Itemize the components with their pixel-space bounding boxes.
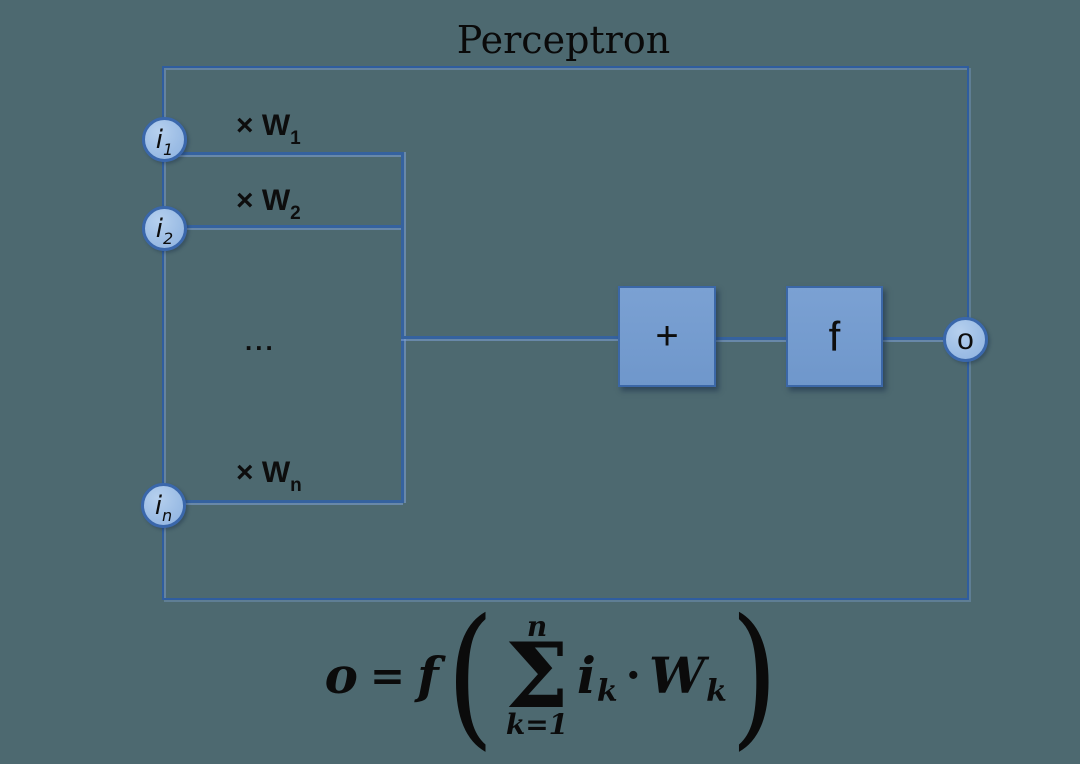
connector-i2-to-bus <box>164 225 403 228</box>
sum-box-label: + <box>655 314 679 358</box>
connector-in-to-bus <box>163 500 403 503</box>
input-node-in: in <box>141 483 186 528</box>
input-node-i1-label: i1 <box>155 124 174 159</box>
input-node-i2: i2 <box>142 206 187 251</box>
activation-function-label: f <box>828 312 841 360</box>
connector-i1-to-bus <box>163 152 403 155</box>
sigma-symbol: Σ <box>505 622 569 729</box>
connector-sum-to-activation <box>716 337 786 340</box>
connector-activation-to-output <box>883 337 945 340</box>
formula-left-paren: ( <box>445 587 494 764</box>
formula-lhs: o <box>324 646 358 705</box>
formula-right-paren: ) <box>730 587 779 764</box>
summation-lower-limit: k=1 <box>505 708 569 742</box>
inputs-ellipsis: ... <box>245 326 276 356</box>
formula-summation: n Σ k=1 <box>505 610 569 742</box>
input-node-in-label: in <box>154 490 173 525</box>
input-node-i2-label: i2 <box>155 213 174 248</box>
diagram-title: Perceptron <box>456 18 671 62</box>
weight-label-w1: × W1 <box>236 109 301 149</box>
weight-label-w2: × W2 <box>236 184 301 224</box>
formula-function: f <box>417 646 439 705</box>
weight-label-wn: × Wn <box>236 456 302 496</box>
summation-upper-limit: n <box>526 610 548 644</box>
input-node-i1: i1 <box>142 117 187 162</box>
formula-dot-operator: · <box>625 650 641 701</box>
formula-equals: = <box>369 651 406 700</box>
activation-function-box: f <box>786 286 883 387</box>
connector-bus-vertical <box>401 152 404 503</box>
output-node-label: o <box>957 322 974 356</box>
output-node: o <box>943 317 988 362</box>
sum-box: + <box>618 286 716 387</box>
connector-bus-to-sum <box>401 336 618 339</box>
